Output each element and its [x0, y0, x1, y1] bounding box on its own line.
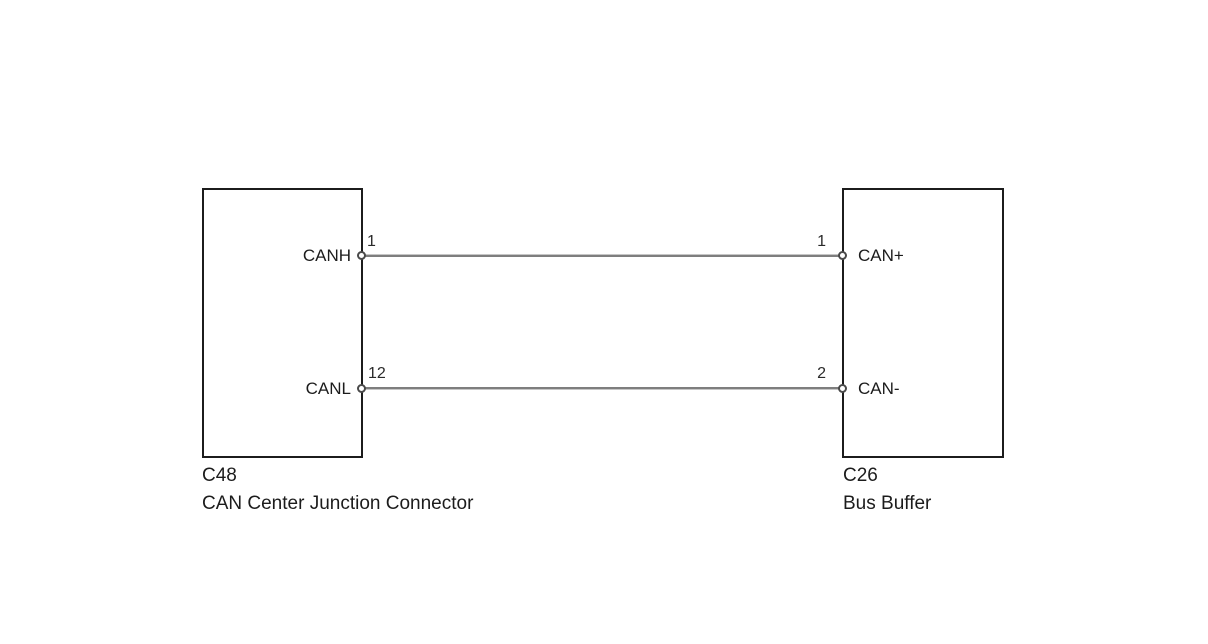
pin-number-c48-12: 12 — [368, 365, 386, 382]
connector-caption-c26: C26 Bus Buffer — [843, 462, 931, 518]
connector-id-c26: C26 — [843, 465, 878, 486]
pin-number-c26-1: 1 — [817, 233, 826, 250]
pin-signal-can-minus: CAN- — [858, 379, 900, 398]
connector-name-c48: CAN Center Junction Connector — [202, 493, 474, 514]
wire-canh-to-can-plus — [362, 254, 844, 257]
pin-terminal-icon-c26-1 — [838, 251, 847, 260]
pin-signal-canh: CANH — [302, 246, 351, 265]
pin-terminal-icon-c48-1 — [357, 251, 366, 260]
connector-caption-c48: C48 CAN Center Junction Connector — [202, 462, 473, 518]
pin-terminal-icon-c26-2 — [838, 384, 847, 393]
pin-number-c48-1: 1 — [367, 233, 376, 250]
pin-signal-canl: CANL — [305, 379, 351, 398]
pin-signal-can-plus: CAN+ — [858, 246, 904, 265]
pin-terminal-icon-c48-12 — [357, 384, 366, 393]
connector-id-c48: C48 — [202, 465, 237, 486]
connector-box-c26 — [842, 188, 1004, 458]
connector-box-c48 — [202, 188, 363, 458]
pin-number-c26-2: 2 — [817, 365, 826, 382]
wire-canl-to-can-minus — [362, 387, 844, 390]
connector-name-c26: Bus Buffer — [843, 493, 932, 514]
